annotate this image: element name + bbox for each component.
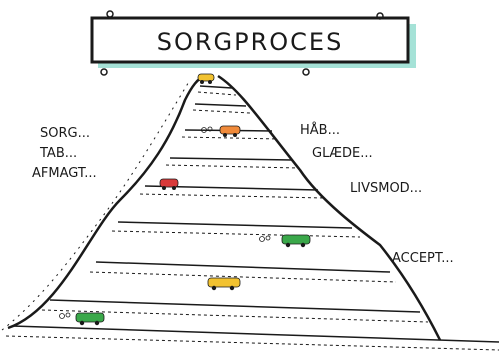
pin-icon	[100, 68, 108, 76]
road-1	[197, 85, 237, 96]
road-8	[41, 299, 429, 323]
car-icon	[219, 125, 241, 137]
mountain-right-slope	[217, 74, 442, 341]
road-5	[139, 185, 325, 199]
title-sign: SORGPROCES	[90, 10, 416, 76]
car-icon	[197, 73, 215, 84]
exhaust-cloud-icon	[201, 126, 213, 133]
road-2	[192, 103, 251, 114]
left-labels: SORG... TAB... AFMAGT...	[32, 126, 97, 181]
label-tab: TAB...	[39, 146, 77, 161]
sign-board	[90, 16, 410, 64]
mountain-left-slope	[7, 74, 206, 330]
label-afmagt: AFMAGT...	[32, 166, 97, 181]
pin-icon	[376, 12, 384, 20]
road-6	[111, 221, 361, 238]
pin-icon	[302, 68, 310, 76]
road-9	[5, 325, 499, 351]
car-icon	[281, 234, 311, 248]
label-sorg: SORG...	[40, 126, 90, 141]
label-livsmod: LIVSMOD...	[350, 181, 422, 196]
car-icon	[159, 178, 179, 190]
road-7	[89, 261, 397, 283]
right-labels: HÅB... GLÆDE... LIVSMOD... ACCEPT...	[300, 122, 454, 266]
mountain-dotted-edge	[1, 79, 191, 331]
label-haab: HÅB...	[300, 122, 340, 138]
exhaust-cloud-icon	[59, 312, 71, 319]
pin-icon	[106, 10, 114, 18]
exhaust-cloud-icon	[259, 235, 271, 242]
label-accept: ACCEPT...	[392, 251, 454, 266]
mountain	[1, 74, 499, 351]
car-icon	[207, 277, 241, 291]
label-glaede: GLÆDE...	[312, 146, 373, 161]
road-4	[165, 157, 299, 169]
sign-title: SORGPROCES	[157, 28, 344, 56]
car-icon	[75, 312, 105, 326]
